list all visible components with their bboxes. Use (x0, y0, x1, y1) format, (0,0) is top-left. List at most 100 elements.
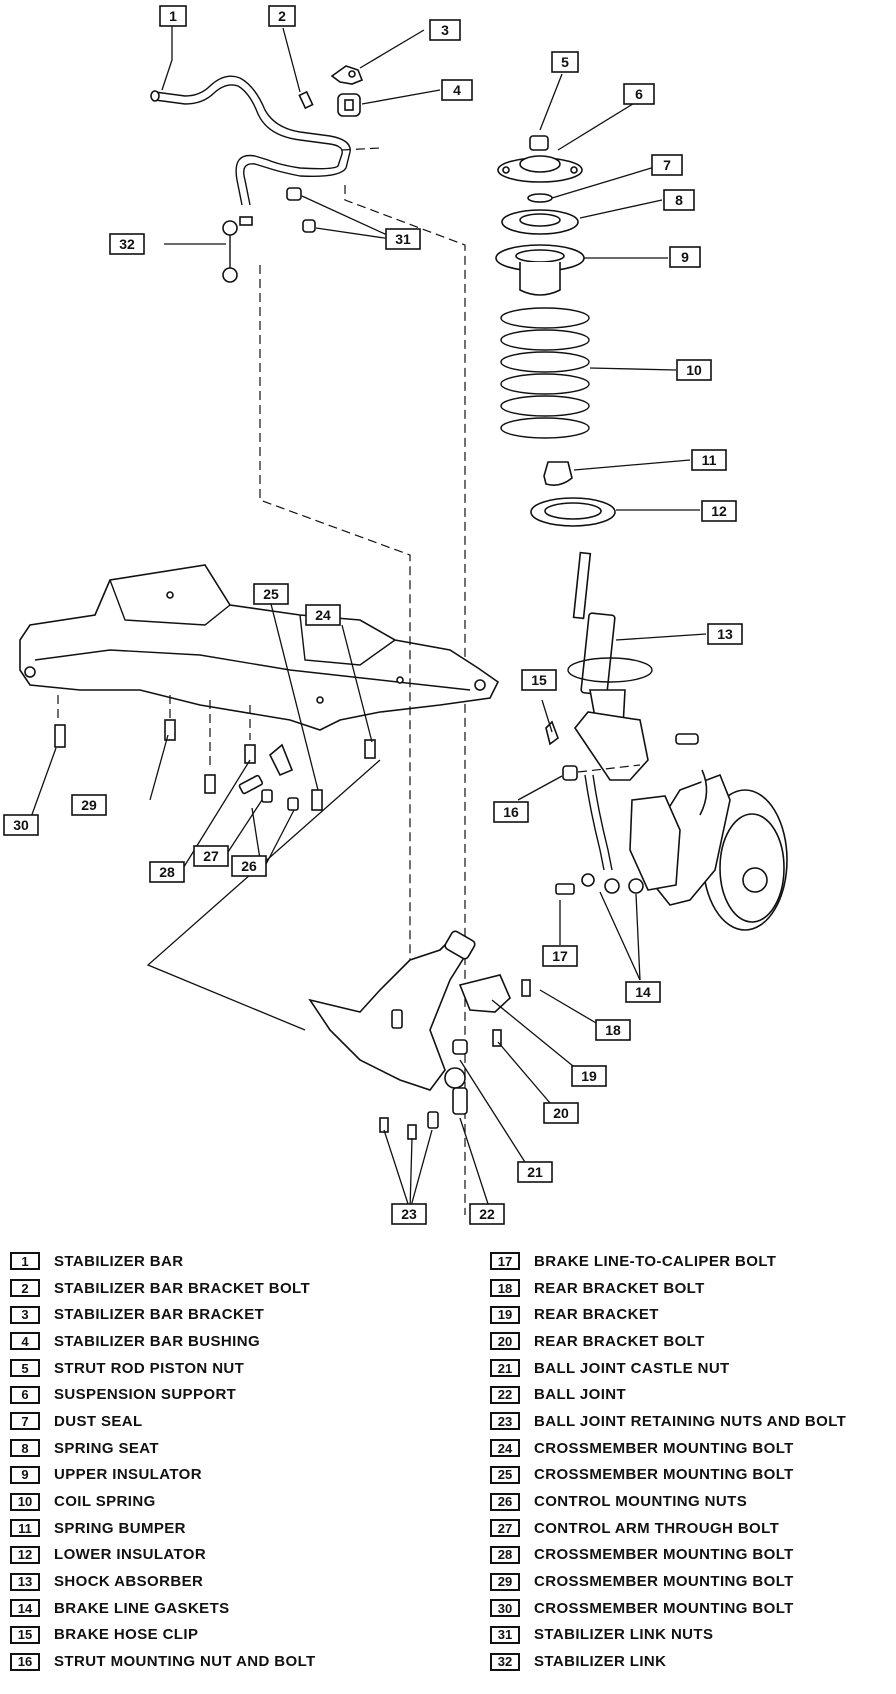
legend-item: 12 LOWER INSULATOR (10, 1542, 450, 1569)
callout-3-label: 3 (441, 22, 449, 38)
legend-label: STRUT MOUNTING NUT AND BOLT (54, 1653, 316, 1671)
legend-label: DUST SEAL (54, 1412, 143, 1430)
callout-14: 14 (625, 981, 661, 1003)
crossmember-bolts (54, 719, 376, 811)
legend-number: 30 (490, 1599, 520, 1618)
callout-32-label: 32 (119, 236, 135, 252)
legend-number: 5 (10, 1359, 40, 1378)
callout-1: 1 (159, 5, 187, 27)
strut-rod-piston-nut (529, 135, 549, 151)
legend-item: 16 STRUT MOUNTING NUT AND BOLT (10, 1648, 450, 1675)
legend-number: 31 (490, 1625, 520, 1644)
legend-label: CONTROL MOUNTING NUTS (534, 1493, 748, 1511)
legend-number: 19 (490, 1305, 520, 1324)
legend-label: CROSSMEMBER MOUNTING BOLT (534, 1466, 794, 1484)
legend-number: 15 (10, 1625, 40, 1644)
legend-number: 16 (10, 1652, 40, 1671)
legend-number: 12 (10, 1545, 40, 1564)
legend-label: REAR BRACKET (534, 1306, 659, 1324)
callout-24-label: 24 (315, 607, 331, 623)
legend-number: 23 (490, 1412, 520, 1431)
callout-31-label: 31 (395, 231, 411, 247)
control-arm-bolt (238, 743, 299, 811)
callout-17-label: 17 (552, 948, 568, 964)
stabilizer-link (222, 216, 253, 283)
callout-24: 24 (305, 604, 341, 626)
coil-spring (500, 307, 590, 439)
callout-5-label: 5 (561, 54, 569, 70)
legend-label: REAR BRACKET BOLT (534, 1279, 705, 1297)
callout-4-label: 4 (453, 82, 461, 98)
legend-number: 9 (10, 1465, 40, 1484)
callout-13: 13 (707, 623, 743, 645)
callout-30-label: 30 (13, 817, 29, 833)
legend-number: 28 (490, 1545, 520, 1564)
legend-label: CROSSMEMBER MOUNTING BOLT (534, 1599, 794, 1617)
lower-control-arm (308, 930, 476, 1140)
legend-label: SHOCK ABSORBER (54, 1573, 204, 1591)
legend-label: LOWER INSULATOR (54, 1546, 207, 1564)
legend-number: 26 (490, 1492, 520, 1511)
brake-hose (555, 774, 644, 895)
callout-16: 16 (493, 801, 529, 823)
callout-10-label: 10 (686, 362, 702, 378)
callout-6-label: 6 (635, 86, 643, 102)
callout-8: 8 (663, 189, 695, 211)
legend-label: CROSSMEMBER MOUNTING BOLT (534, 1439, 794, 1457)
legend-item: 23 BALL JOINT RETAINING NUTS AND BOLT (490, 1408, 896, 1435)
callout-20-label: 20 (553, 1105, 569, 1121)
legend-label: BALL JOINT CASTLE NUT (534, 1359, 730, 1377)
callout-25-label: 25 (263, 586, 279, 602)
callout-27-label: 27 (203, 848, 219, 864)
legend-number: 27 (490, 1519, 520, 1538)
legend-label: BALL JOINT RETAINING NUTS AND BOLT (534, 1412, 847, 1430)
legend-number: 10 (10, 1492, 40, 1511)
bracket-bolt (298, 90, 314, 110)
legend-label: CROSSMEMBER MOUNTING BOLT (534, 1573, 794, 1591)
callout-20: 20 (543, 1102, 579, 1124)
legend-label: STABILIZER BAR BUSHING (54, 1332, 261, 1350)
legend-label: SPRING SEAT (54, 1439, 159, 1457)
callout-3: 3 (429, 19, 461, 41)
legend-label: CONTROL ARM THROUGH BOLT (534, 1519, 780, 1537)
legend-item: 27 CONTROL ARM THROUGH BOLT (490, 1515, 896, 1542)
legend-label: STABILIZER BAR BRACKET BOLT (54, 1279, 311, 1297)
callout-28-label: 28 (159, 864, 175, 880)
legend-number: 25 (490, 1465, 520, 1484)
legend-label: COIL SPRING (54, 1493, 156, 1511)
callout-1-label: 1 (169, 8, 177, 24)
legend-item: 30 CROSSMEMBER MOUNTING BOLT (490, 1595, 896, 1622)
upper-insulator (495, 244, 585, 296)
legend-label: BALL JOINT (534, 1386, 627, 1404)
legend-number: 11 (10, 1519, 40, 1538)
legend-number: 32 (490, 1652, 520, 1671)
callout-21-label: 21 (527, 1164, 543, 1180)
callout-23-label: 23 (401, 1206, 417, 1222)
legend-label: BRAKE LINE-TO-CALIPER BOLT (534, 1252, 777, 1270)
legend-label: SUSPENSION SUPPORT (54, 1386, 237, 1404)
legend-label: BRAKE HOSE CLIP (54, 1626, 199, 1644)
legend-number: 3 (10, 1305, 40, 1324)
legend-label: BRAKE LINE GASKETS (54, 1599, 230, 1617)
legend-number: 14 (10, 1599, 40, 1618)
callout-27: 27 (193, 845, 229, 867)
lower-insulator (530, 497, 616, 527)
callout-23: 23 (391, 1203, 427, 1225)
legend-number: 18 (490, 1279, 520, 1298)
callout-22-label: 22 (479, 1206, 495, 1222)
legend-item: 5 STRUT ROD PISTON NUT (10, 1355, 450, 1382)
legend-number: 22 (490, 1385, 520, 1404)
legend-label: STRUT ROD PISTON NUT (54, 1359, 245, 1377)
strut-mounting-nut (562, 765, 578, 781)
callout-19-label: 19 (581, 1068, 597, 1084)
